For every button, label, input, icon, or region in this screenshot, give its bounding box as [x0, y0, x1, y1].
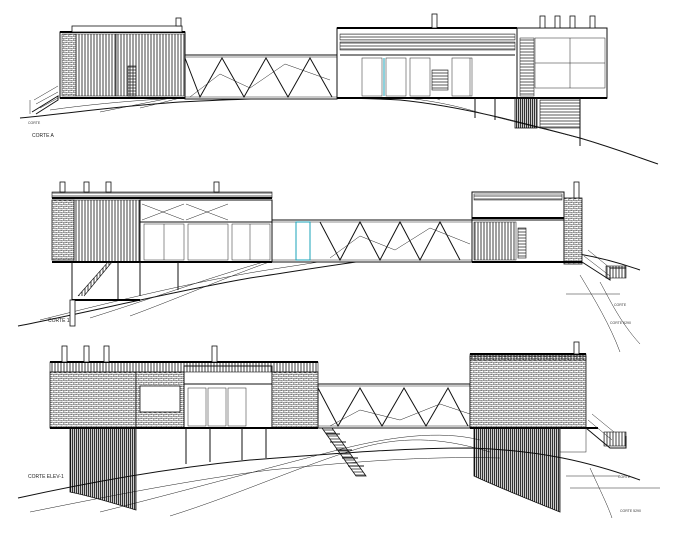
section-corte-1: CORTE CORTE 5290 CORTE 1: [17, 181, 641, 353]
section-corte-a: CORTE CORTE A: [19, 13, 659, 165]
section-corte-a-label: CORTE A: [32, 133, 55, 139]
section-corte-1-label: CORTE 1: [48, 318, 70, 324]
section-corte-elev-1: CORTE CORTE 5290 CORTE ELEV-1: [17, 341, 660, 519]
section-corte-1-small-label: CORTE: [614, 303, 627, 307]
section-corte-a-small-label: CORTE: [28, 121, 41, 125]
section-corte-1-ref-label: CORTE 5290: [610, 321, 631, 325]
section-corte-elev-1-label: CORTE ELEV-1: [28, 474, 64, 480]
section-corte-elev-1-ref-label: CORTE 5290: [620, 509, 641, 513]
section-corte-elev-1-small-label: CORTE: [618, 475, 631, 479]
